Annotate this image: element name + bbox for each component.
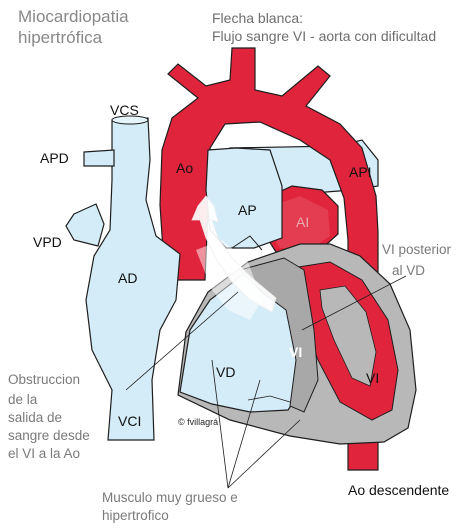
- note-line-1: Flecha blanca:: [212, 10, 304, 26]
- label-vcs: VCS: [110, 102, 139, 118]
- label-ao: Ao: [176, 160, 194, 176]
- right-pulmonary-vein: [65, 203, 105, 247]
- label-vci: VCI: [118, 413, 142, 429]
- right-pulmonary-artery: [83, 149, 115, 167]
- label-vi-posterior-1: VI posterior: [382, 242, 452, 257]
- white-flow-arrow: [191, 195, 277, 313]
- label-vi-posterior-2: al VD: [392, 263, 426, 278]
- outflow-obstruction: [196, 240, 262, 320]
- muscle-line-2: hipertrofico: [102, 508, 169, 523]
- note-line-2: Flujo sangre VI - aorta con dificultad: [212, 28, 437, 44]
- leader-muscle-3: [227, 419, 301, 489]
- obstruction-line-2: de la: [8, 392, 38, 407]
- label-ad: AD: [118, 270, 138, 286]
- obstruction-line-1: Obstruccion: [8, 372, 81, 387]
- title-line-1: Miocardiopatia: [18, 7, 129, 26]
- label-vi: VI: [366, 370, 380, 386]
- muscle-line-1: Musculo muy grueso e: [102, 490, 238, 505]
- label-vpd: VPD: [33, 234, 62, 250]
- pulmonary-trunk: [205, 147, 283, 249]
- label-apd: APD: [40, 150, 69, 166]
- obstruction-line-3: salida de: [8, 410, 63, 425]
- label-vd: VD: [216, 364, 236, 380]
- aorta: [159, 47, 379, 471]
- label-ao-descendente: Ao descendente: [348, 482, 450, 498]
- obstruction-line-4: sangre desde: [8, 428, 90, 443]
- copyright: © fvillagrá: [178, 417, 219, 427]
- obstruction-line-5: el VI a la Ao: [8, 446, 81, 461]
- label-api: API: [349, 164, 372, 180]
- leader-muscle-2: [227, 379, 261, 489]
- septum: [239, 257, 319, 413]
- title-line-2: hipertrófica: [18, 28, 103, 47]
- leader-muscle-1: [211, 359, 229, 489]
- right-atrium-vena-cava: [85, 117, 181, 441]
- label-ap: AP: [238, 202, 257, 218]
- label-vi-septum: VI: [289, 344, 303, 360]
- label-ai: AI: [296, 214, 310, 230]
- leader-vi-posterior: [301, 275, 407, 331]
- leader-obstruction: [125, 291, 239, 391]
